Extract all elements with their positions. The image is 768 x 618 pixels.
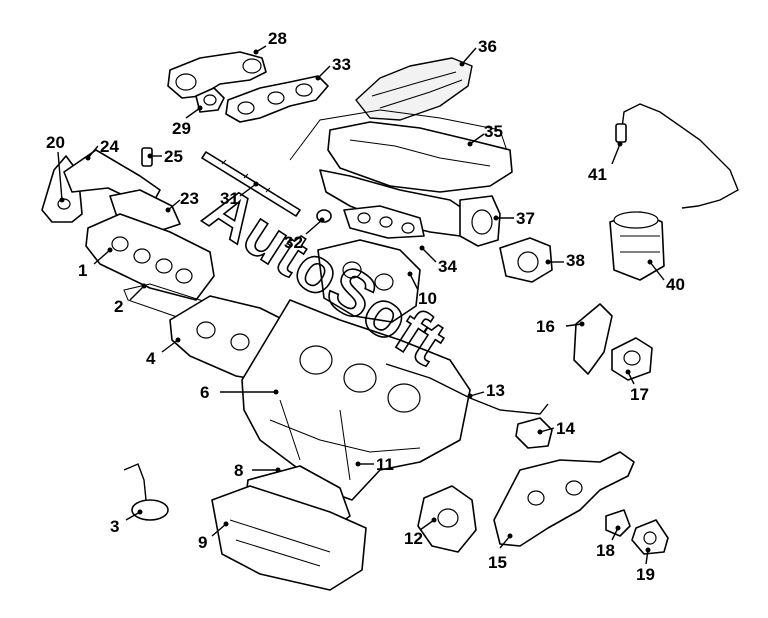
callout-10: 10 <box>407 271 437 308</box>
svg-text:32: 32 <box>284 233 303 252</box>
svg-text:15: 15 <box>488 553 507 572</box>
callout-38: 38 <box>545 251 585 270</box>
svg-text:1: 1 <box>78 261 87 280</box>
svg-text:41: 41 <box>588 165 607 184</box>
callout-37: 37 <box>493 209 535 228</box>
callout-14: 14 <box>537 419 575 438</box>
svg-text:16: 16 <box>536 317 555 336</box>
part-9-oil-pan <box>211 485 367 591</box>
part-36-heat-shield <box>355 57 473 121</box>
svg-text:6: 6 <box>200 383 209 402</box>
callout-3: 3 <box>110 509 143 536</box>
part-41-sensor-wire <box>615 103 739 209</box>
callout-33: 33 <box>315 55 351 81</box>
svg-text:20: 20 <box>46 133 65 152</box>
callout-1: 1 <box>78 247 113 280</box>
part-13-sensor-wire <box>385 363 549 415</box>
part-17-mount <box>611 337 653 381</box>
callout-15: 15 <box>488 533 513 572</box>
part-14-sensor <box>515 417 553 449</box>
part-16-bracket <box>573 303 613 375</box>
callout-34: 34 <box>419 245 457 276</box>
svg-text:40: 40 <box>666 275 685 294</box>
callout-12: 12 <box>404 517 437 548</box>
callout-11: 11 <box>355 455 394 474</box>
part-29-gasket <box>195 87 225 113</box>
svg-text:4: 4 <box>146 349 156 368</box>
svg-text:18: 18 <box>596 541 615 560</box>
part-37-throttle-housing <box>459 195 501 247</box>
part-1-head-cover <box>85 213 215 301</box>
callout-20: 20 <box>46 133 65 203</box>
part-35-intake-plenum <box>289 109 513 237</box>
callout-29: 29 <box>172 105 203 138</box>
callout-4: 4 <box>146 337 181 368</box>
part-34-intake-gasket <box>343 205 425 239</box>
part-12-thermostat-housing <box>417 485 477 553</box>
svg-text:10: 10 <box>418 289 437 308</box>
svg-text:25: 25 <box>164 147 183 166</box>
part-3-oil-pickup <box>123 463 169 521</box>
svg-text:37: 37 <box>516 209 535 228</box>
callout-18: 18 <box>596 525 621 560</box>
callout-13: 13 <box>467 381 505 400</box>
part-38-throttle-body <box>499 237 553 283</box>
callout-6: 6 <box>200 383 279 402</box>
part-15-water-manifold <box>493 451 635 547</box>
svg-text:29: 29 <box>172 119 191 138</box>
svg-text:33: 33 <box>332 55 351 74</box>
svg-text:23: 23 <box>180 189 199 208</box>
callout-16: 16 <box>536 317 585 336</box>
part-19-outlet-fitting <box>631 519 669 555</box>
svg-text:9: 9 <box>198 533 207 552</box>
svg-text:14: 14 <box>556 419 575 438</box>
svg-text:31: 31 <box>220 189 239 208</box>
callout-31: 31 <box>220 181 259 208</box>
svg-text:28: 28 <box>268 29 287 48</box>
svg-text:36: 36 <box>478 37 497 56</box>
callout-23: 23 <box>165 189 199 213</box>
svg-text:17: 17 <box>630 385 649 404</box>
callout-19: 19 <box>636 547 655 584</box>
callout-2: 2 <box>114 283 147 316</box>
part-6-engine-block <box>241 299 471 501</box>
callout-17: 17 <box>625 369 649 404</box>
part-10-cylinder-head <box>317 239 421 323</box>
callout-9: 9 <box>198 521 229 552</box>
callout-36: 36 <box>459 37 497 67</box>
part-33-exhaust-manifold <box>225 75 329 123</box>
part-28-manifold-elbow <box>167 51 267 99</box>
svg-text:11: 11 <box>376 455 394 474</box>
callout-28: 28 <box>253 29 287 55</box>
callout-32: 32 <box>284 217 325 252</box>
callout-8: 8 <box>234 461 281 480</box>
svg-text:8: 8 <box>234 461 243 480</box>
svg-text:19: 19 <box>636 565 655 584</box>
svg-text:34: 34 <box>438 257 457 276</box>
callout-41: 41 <box>588 141 623 184</box>
part-31-camshaft <box>201 151 301 217</box>
callout-40: 40 <box>647 259 685 294</box>
callout-24: 24 <box>85 137 119 161</box>
callout-25: 25 <box>147 147 183 166</box>
svg-text:38: 38 <box>566 251 585 270</box>
svg-text:24: 24 <box>100 137 119 156</box>
callout-35: 35 <box>467 122 503 147</box>
svg-text:35: 35 <box>484 122 503 141</box>
part-18-sensor-fitting <box>605 509 631 537</box>
svg-text:3: 3 <box>110 517 119 536</box>
svg-text:2: 2 <box>114 297 123 316</box>
svg-text:13: 13 <box>486 381 505 400</box>
svg-text:12: 12 <box>404 529 423 548</box>
